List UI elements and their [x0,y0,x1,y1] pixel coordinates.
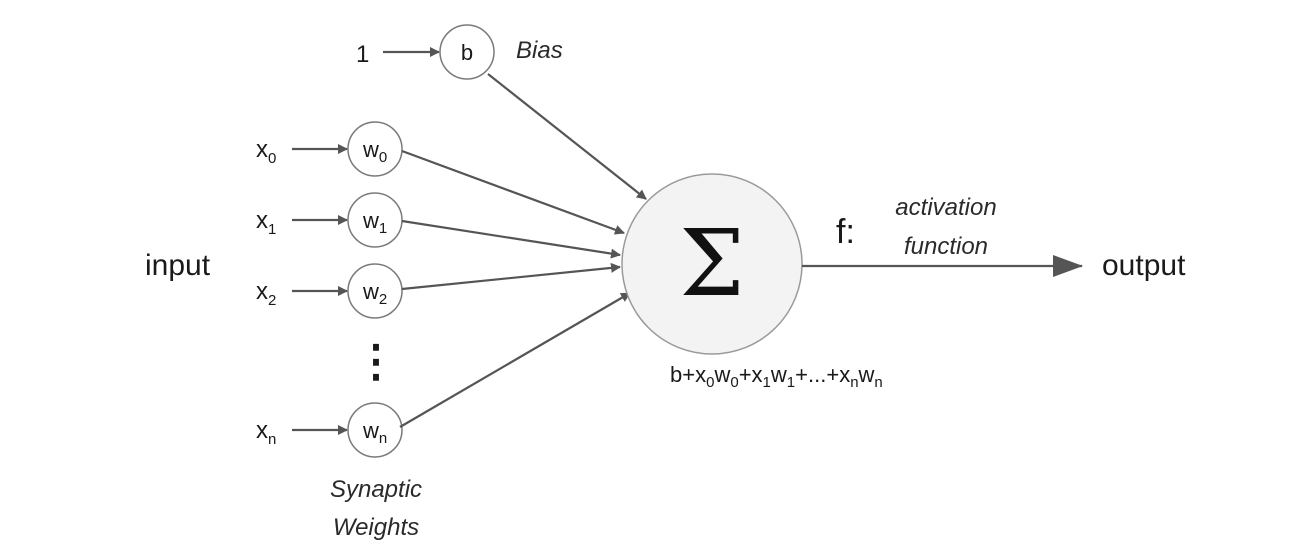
weight-w1: w1 [362,208,387,237]
weight-node-w0 [347,121,403,177]
input-x1: x1 [256,207,276,238]
activation-label-line1: activation [895,194,996,221]
synaptic-weights-label-line2: Weights [333,514,419,541]
sigma-symbol: Σ [679,210,744,317]
bias-input-value: 1 [356,41,369,68]
bias-node [439,24,495,80]
weight-w2: w2 [362,279,387,308]
input-x2: x2 [256,278,276,309]
weight-wn: wn [362,418,387,447]
bias-label: Bias [516,37,563,64]
bias-node-label: b [461,40,473,65]
weight-node-wn [347,402,403,458]
synaptic-weights-label-line1: Synaptic [330,476,422,503]
ellipsis-vertical: ⋮ [354,337,398,386]
weight-node-w1 [347,192,403,248]
wn-to-sum-edge [399,292,631,428]
sum-formula: b+x0w0+x1w1+...+xnwn [670,362,883,391]
w2-to-sum-edge [401,262,621,291]
input-x0: x0 [256,136,276,167]
activation-label-line2: function [904,233,988,260]
weight-node-w2 [347,263,403,319]
input-xn: xn [256,417,276,448]
output-label: output [1102,249,1186,282]
summation-node [621,173,803,355]
bias-to-sum-edge [487,73,647,200]
input-label: input [145,249,211,282]
weight-w0: w0 [362,137,387,166]
w1-to-sum-edge [401,219,621,259]
activation-f-label: f: [836,213,855,251]
w0-to-sum-edge [401,149,625,235]
